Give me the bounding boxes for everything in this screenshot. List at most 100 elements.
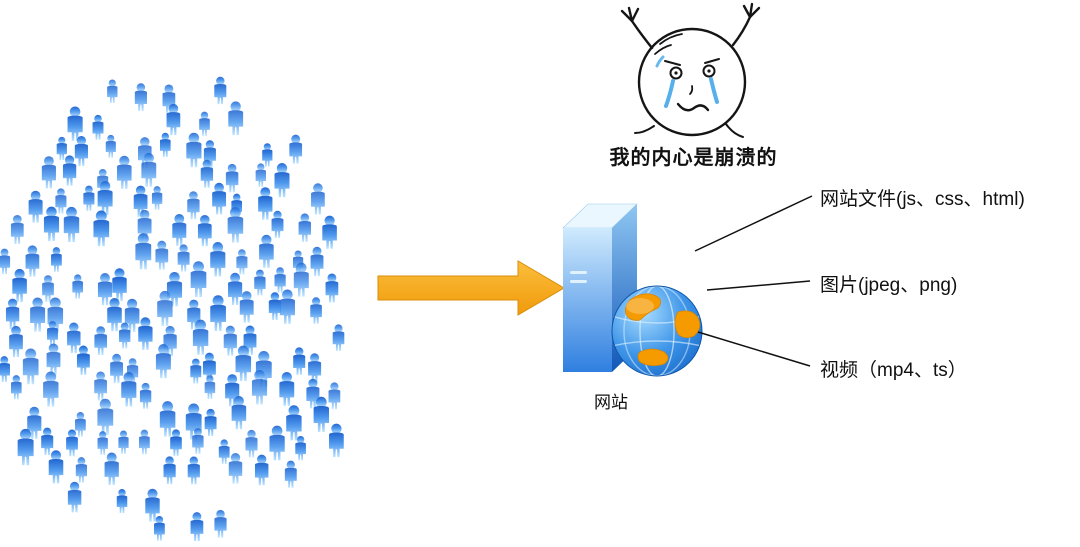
person-icon — [170, 429, 182, 456]
person-icon — [190, 261, 207, 297]
person-icon — [228, 101, 244, 136]
person-icon — [212, 182, 227, 215]
person-icon — [9, 325, 23, 358]
person-icon — [172, 214, 187, 246]
person-icon — [139, 382, 152, 409]
person-icon — [197, 214, 212, 247]
person-icon — [48, 450, 64, 484]
person-icon — [210, 295, 226, 331]
callout-label-videos: 视频（mp4、ts） — [820, 360, 967, 381]
person-icon — [97, 398, 114, 435]
person-icon — [67, 481, 82, 513]
person-icon — [284, 460, 297, 488]
person-icon — [245, 429, 258, 458]
person-icon — [190, 358, 202, 384]
person-icon — [41, 427, 54, 456]
person-icon — [227, 207, 244, 243]
person-icon — [104, 452, 119, 486]
person-icon — [92, 114, 104, 140]
person-icon — [286, 405, 302, 441]
person-icon — [67, 322, 81, 354]
callout-label-site-files: 网站文件(js、css、html) — [820, 189, 1025, 210]
person-icon — [22, 348, 39, 385]
person-icon — [139, 429, 150, 455]
person-icon — [289, 134, 303, 164]
person-icon — [94, 326, 107, 355]
person-icon — [97, 273, 113, 306]
person-icon — [186, 132, 202, 168]
person-icon — [236, 249, 248, 275]
person-icon — [271, 210, 284, 238]
meme-caption: 我的内心是崩溃的 — [609, 147, 778, 169]
callout-line-videos — [697, 331, 811, 367]
person-icon — [0, 248, 11, 275]
person-icon — [204, 375, 216, 400]
person-icon — [119, 322, 131, 349]
person-icon — [254, 454, 269, 486]
person-icon — [279, 372, 295, 406]
person-icon — [43, 371, 59, 407]
person-icon — [325, 273, 339, 303]
crying-meme-face-icon — [620, 2, 761, 138]
person-icon — [223, 325, 237, 356]
person-icon — [41, 156, 56, 189]
person-icon — [42, 275, 54, 302]
person-icon — [75, 412, 86, 437]
right-arrow-icon — [377, 260, 565, 316]
person-icon — [329, 423, 344, 458]
person-icon — [192, 428, 204, 454]
person-icon — [255, 163, 266, 187]
person-icon — [166, 103, 181, 136]
callout-line-site-files — [694, 195, 813, 252]
person-icon — [159, 132, 171, 157]
person-icon — [51, 247, 62, 272]
person-icon — [107, 79, 118, 104]
person-icon — [163, 456, 176, 485]
person-icon — [56, 136, 67, 161]
person-icon — [311, 183, 325, 215]
person-icon — [75, 457, 87, 483]
person-icon — [30, 297, 46, 332]
person-icon — [218, 439, 230, 464]
person-icon — [262, 143, 273, 167]
person-icon — [117, 155, 132, 189]
person-icon — [259, 234, 274, 268]
person-icon — [332, 324, 345, 351]
crowd-of-users-icon — [0, 76, 345, 542]
person-icon — [55, 188, 67, 214]
globe-icon — [611, 285, 703, 377]
person-icon — [63, 206, 80, 242]
person-icon — [258, 187, 273, 220]
person-icon — [204, 408, 217, 437]
person-icon — [107, 298, 122, 332]
person-icon — [134, 83, 147, 111]
person-icon — [225, 163, 239, 193]
person-icon — [269, 425, 285, 461]
person-icon — [214, 76, 227, 105]
person-icon — [62, 155, 77, 186]
person-icon — [190, 512, 204, 542]
person-icon — [268, 292, 281, 320]
person-icon — [328, 382, 341, 410]
person-icon — [322, 215, 337, 249]
person-icon — [187, 456, 200, 485]
person-icon — [67, 106, 83, 141]
person-icon — [5, 298, 20, 329]
person-icon — [274, 267, 286, 293]
person-icon — [10, 214, 24, 244]
person-icon — [138, 317, 153, 350]
person-icon — [0, 356, 10, 383]
person-icon — [118, 430, 129, 454]
person-icon — [76, 345, 90, 375]
person-icon — [135, 233, 152, 270]
person-icon — [112, 268, 127, 302]
person-icon — [310, 246, 324, 277]
person-icon — [46, 343, 61, 376]
callout-line-images — [706, 280, 811, 291]
person-icon — [293, 347, 306, 375]
person-icon — [274, 163, 290, 198]
person-icon — [279, 289, 295, 324]
person-icon — [83, 185, 95, 211]
person-icon — [28, 190, 43, 223]
